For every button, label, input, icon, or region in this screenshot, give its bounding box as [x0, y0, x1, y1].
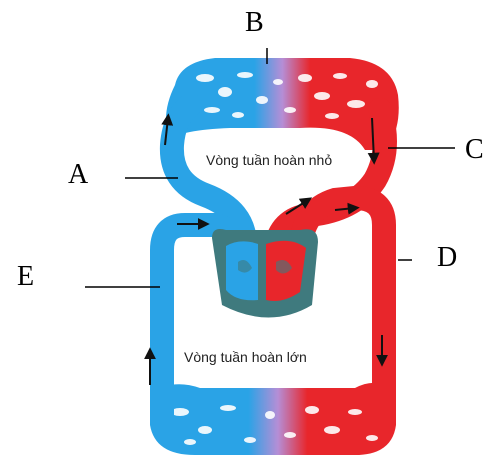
heart	[212, 229, 318, 318]
systemic-circulation-label: Vòng tuần hoàn lớn	[184, 349, 307, 365]
label-e: E	[17, 261, 34, 292]
pulmonary-circulation-label: Vòng tuần hoàn nhỏ	[206, 152, 332, 168]
label-c: C	[465, 134, 484, 165]
label-b: B	[245, 7, 264, 38]
label-a: A	[68, 159, 89, 190]
label-d: D	[437, 242, 457, 273]
